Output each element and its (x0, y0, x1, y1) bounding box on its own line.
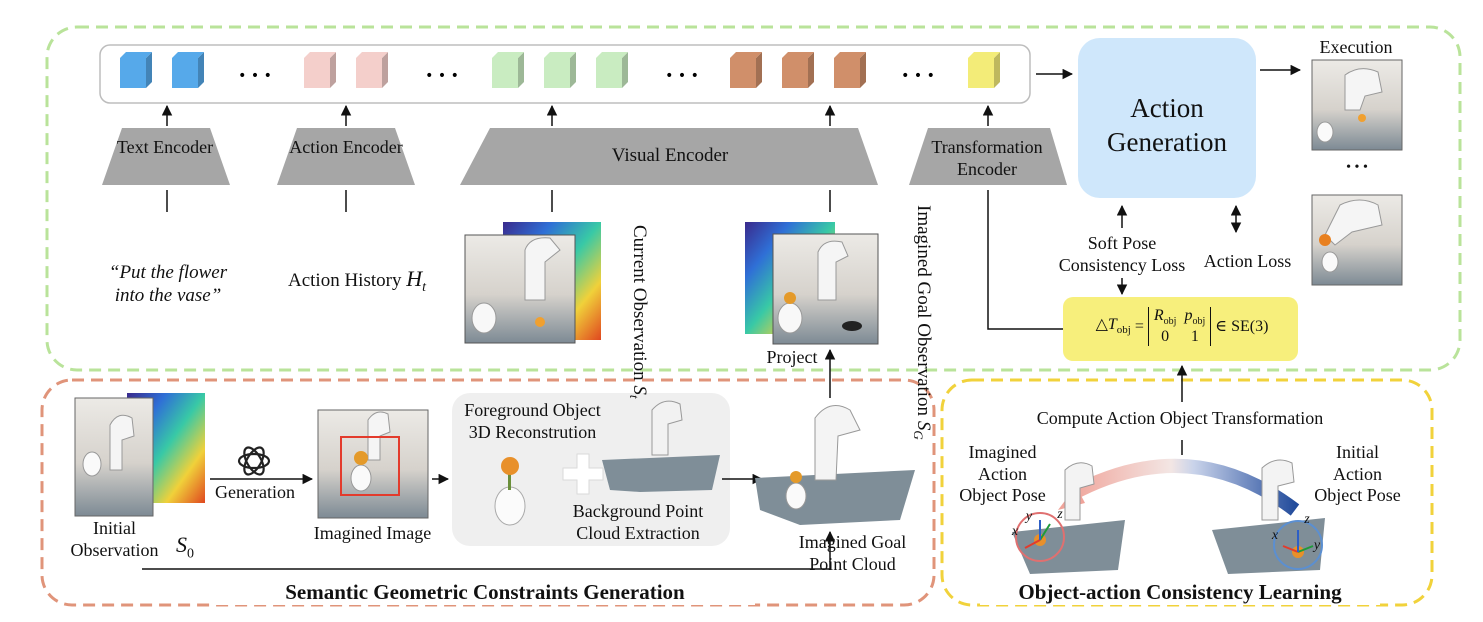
formula-to-encoder-line (987, 190, 1063, 330)
background-point-cloud (602, 455, 720, 492)
initial-observation-symbol: S0 (176, 532, 194, 562)
project-label: Project (766, 347, 818, 367)
goal-cloud-vase (785, 482, 807, 510)
execution-label: Execution (1319, 37, 1393, 57)
action-generation-label: Action Generation (1107, 93, 1227, 157)
imagined-pose-axes-icon (1024, 520, 1051, 549)
token-cube (596, 52, 628, 88)
execution-vase-2 (1321, 251, 1339, 273)
initial-pose-label: Initial Action Object Pose (1314, 442, 1401, 506)
goal-obs-vase (777, 302, 803, 334)
execution-robot-1 (1344, 68, 1383, 111)
token-cube (730, 52, 762, 88)
instruction-text: “Put the flower into the vase” (108, 262, 228, 306)
execution-ellipsis: • • • (1346, 160, 1368, 175)
action-loss-label: Action Loss (1203, 251, 1292, 271)
compute-transform-label: Compute Action Object Transformation (1036, 408, 1324, 428)
execution-flower-1 (1358, 114, 1366, 122)
current-obs-flower (535, 317, 545, 327)
current-obs-robot-arm (524, 237, 561, 301)
initial-observation-label: Initial Observation (70, 518, 159, 560)
transformation-encoder (909, 128, 1067, 185)
goal-obs-robot-arm (817, 240, 849, 301)
initial-to-goal-cloud-line (142, 530, 836, 570)
initial-pose-robot (1261, 459, 1295, 521)
recon-vase (494, 486, 526, 526)
action-encoder-label: Action Encoder (289, 137, 403, 157)
initial-obs-vase (82, 451, 102, 477)
imagined-image-vase (350, 464, 372, 492)
token-cube (172, 52, 204, 88)
token-cube (782, 52, 814, 88)
initial-axis-z: z (1304, 512, 1310, 527)
initial-axis-x: x (1271, 528, 1279, 543)
token-cube (544, 52, 576, 88)
action-history-label: Action History Ht (288, 266, 426, 295)
imagined-image-flower (354, 451, 368, 465)
transformation-arc (1066, 458, 1300, 516)
token-cube (120, 52, 152, 88)
goal-obs-flower (784, 292, 796, 304)
goal-cloud-label: Imagined Goal Point Cloud (798, 532, 907, 574)
generation-logo-icon (237, 446, 271, 476)
imagined-axis-y: y (1025, 509, 1033, 524)
token-cube (834, 52, 866, 88)
formula-panel (1063, 297, 1298, 361)
goal-cloud-robot (814, 405, 861, 481)
token-group: • • • • • • • • • • • • (120, 52, 1000, 88)
imagined-pose-label: Imagined Action Object Pose (959, 442, 1046, 506)
initial-pose-circle (1273, 520, 1323, 570)
semantic-section-title: Semantic Geometric Constraints Generatio… (215, 580, 755, 606)
token-ellipsis: • • • (901, 68, 935, 84)
imagined-axis-x: x (1011, 524, 1019, 539)
background-label: Background Point Cloud Extraction (572, 501, 704, 543)
model-section-box (45, 25, 1462, 372)
consistency-section-title: Object-action Consistency Learning (980, 580, 1380, 606)
imagined-image-label: Imagined Image (313, 523, 432, 543)
formula-text: △Tobj = Robj pobj 0 1 ∈ SE(3) (1095, 307, 1269, 347)
action-encoder (277, 128, 415, 185)
goal-cloud-flower (790, 471, 802, 483)
token-ellipsis: • • • (238, 68, 272, 84)
execution-vase-1 (1316, 121, 1334, 143)
token-cube (968, 52, 1000, 88)
initial-pose-axes-icon (1282, 530, 1314, 553)
initial-obs-robot (109, 414, 135, 471)
background-robot-base (651, 400, 683, 456)
token-ellipsis: • • • (425, 68, 459, 84)
token-cube (304, 52, 336, 88)
imagined-goal-obs-label: Imagined Goal Observation SG (911, 205, 934, 440)
soft-pose-loss-label: Soft Pose Consistency Loss (1058, 233, 1186, 275)
current-obs-vase (471, 302, 497, 334)
foreground-label: Foreground Object 3D Reconstrution (464, 400, 601, 442)
execution-flower-2 (1319, 234, 1331, 246)
text-encoder-label: Text Encoder (116, 137, 214, 157)
visual-encoder-label: Visual Encoder (611, 145, 729, 166)
initial-pose-cloud (1212, 518, 1325, 574)
imagined-image-highlight (340, 436, 400, 496)
goal-obs-shadow (842, 321, 862, 331)
initial-axis-y: y (1313, 538, 1321, 553)
recon-stem (508, 470, 511, 490)
plus-icon (562, 453, 604, 495)
token-ellipsis: • • • (665, 68, 699, 84)
current-obs-label: Current Observation St (627, 225, 650, 399)
transformation-encoder-label: Transformation Encoder (931, 137, 1043, 179)
imagined-pose-circle (1015, 512, 1065, 562)
imagined-pose-robot (1064, 462, 1095, 521)
text-encoder (102, 128, 230, 185)
imagined-axis-z: z (1057, 507, 1063, 522)
action-generation-panel (1078, 38, 1256, 198)
execution-robot-2 (1324, 199, 1383, 246)
token-cube (492, 52, 524, 88)
recon-flower (501, 457, 519, 475)
visual-encoder (460, 128, 878, 185)
generation-label: Generation (215, 482, 295, 502)
token-cube (356, 52, 388, 88)
